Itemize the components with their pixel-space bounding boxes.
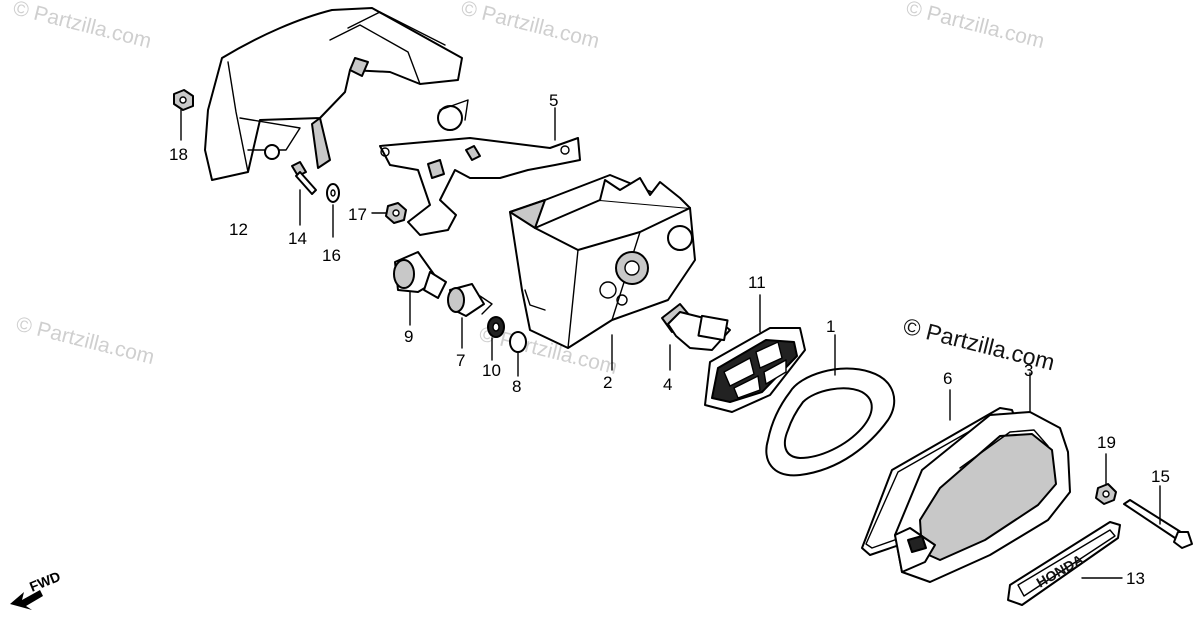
- watermark-mid-left: © Partzilla.com: [14, 313, 157, 370]
- part-15-screw[interactable]: [1123, 485, 1193, 549]
- part-4-socket[interactable]: [661, 303, 731, 371]
- part-9-socket[interactable]: [393, 251, 447, 326]
- part-14-bolt[interactable]: [291, 161, 317, 226]
- callout-3[interactable]: 3: [1024, 361, 1033, 380]
- callout-8[interactable]: 8: [512, 377, 521, 396]
- part-8-washer[interactable]: [509, 331, 527, 377]
- callout-15[interactable]: 15: [1151, 467, 1170, 486]
- fwd-label: FWD: [27, 568, 63, 595]
- callout-13[interactable]: 13: [1126, 569, 1145, 588]
- part-19-nut[interactable]: [1095, 453, 1117, 505]
- fwd-arrow-icon: [10, 590, 43, 610]
- part-17-nut[interactable]: [371, 202, 407, 224]
- callout-6[interactable]: 6: [943, 369, 952, 388]
- part-11-reflector[interactable]: [704, 294, 806, 413]
- callout-9[interactable]: 9: [404, 327, 413, 346]
- watermark-mid-right: © Partzilla.com: [901, 313, 1058, 376]
- part-16-washer[interactable]: [326, 183, 340, 238]
- callout-2[interactable]: 2: [603, 373, 612, 392]
- callout-labels: 1 2 3 4 5 6 7 8 9 10 11 12 13 14 15 16 1…: [169, 91, 1170, 588]
- callout-4[interactable]: 4: [663, 375, 672, 394]
- callout-12[interactable]: 12: [229, 220, 248, 239]
- part-5-bracket[interactable]: [379, 99, 581, 236]
- part-3-lens[interactable]: [894, 372, 1071, 583]
- callout-18[interactable]: 18: [169, 145, 188, 164]
- callout-14[interactable]: 14: [288, 229, 307, 248]
- callout-7[interactable]: 7: [456, 351, 465, 370]
- part-7-bulb[interactable]: [447, 283, 493, 349]
- part-12-cover[interactable]: [204, 7, 463, 181]
- fwd-indicator: FWD: [10, 568, 63, 610]
- callout-10[interactable]: 10: [482, 361, 501, 380]
- callout-1[interactable]: 1: [826, 317, 835, 336]
- callout-19[interactable]: 19: [1097, 433, 1116, 452]
- callout-16[interactable]: 16: [322, 246, 341, 265]
- callout-11[interactable]: 11: [748, 273, 766, 292]
- watermark-top-right: © Partzilla.com: [904, 0, 1047, 53]
- part-18-nut[interactable]: [173, 89, 194, 141]
- watermark-top-center: © Partzilla.com: [459, 0, 602, 53]
- part-2-housing[interactable]: [509, 174, 696, 371]
- watermark-top-left: © Partzilla.com: [11, 0, 154, 53]
- part-1-gasket[interactable]: [765, 334, 896, 477]
- callout-5[interactable]: 5: [549, 91, 558, 110]
- callout-17[interactable]: 17: [348, 205, 367, 224]
- part-10-grommet[interactable]: [487, 316, 505, 361]
